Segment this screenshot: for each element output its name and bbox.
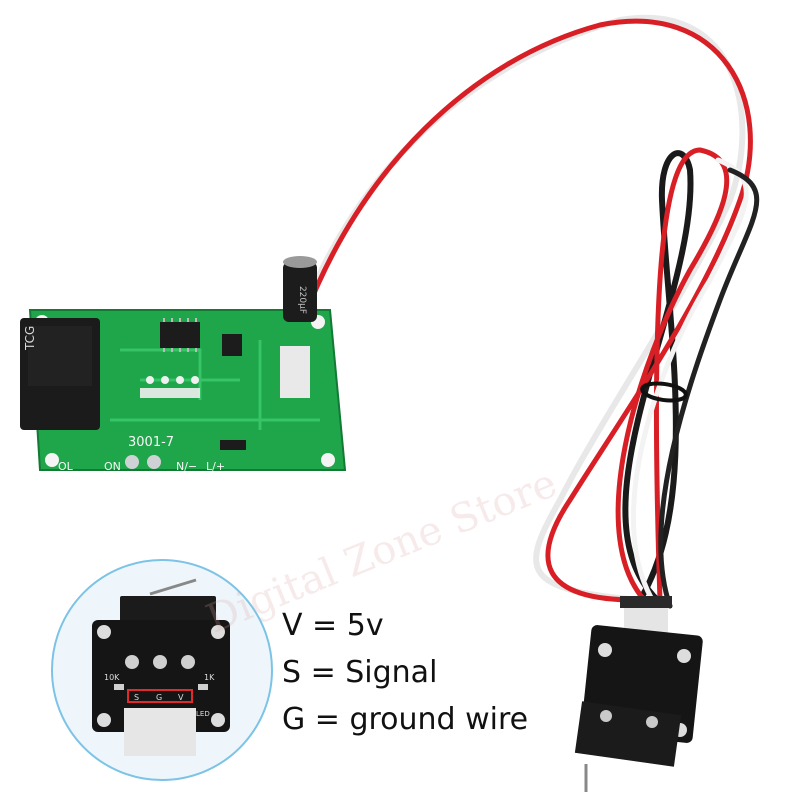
terminal-pads	[125, 455, 161, 469]
header-pins	[146, 376, 199, 384]
terminal-ol: OL	[58, 460, 74, 473]
module-board	[92, 620, 230, 732]
cable	[297, 14, 760, 609]
wire-red-main	[301, 18, 753, 603]
ic-chip	[160, 322, 200, 348]
legend-ground: G = ground wire	[282, 702, 529, 737]
capacitor	[283, 262, 317, 322]
endstop-switch	[574, 596, 703, 792]
pin-s: S	[134, 693, 139, 702]
resistor-1k: 1K	[204, 673, 215, 682]
relay-label: TCG	[23, 326, 37, 351]
relay-board: TCG 220μF 3001-7 OL ON	[20, 256, 347, 473]
diode	[220, 440, 246, 450]
pin-v: V	[178, 693, 184, 702]
regulator	[222, 334, 242, 356]
model-label: 3001-7	[128, 435, 174, 450]
pin-highlight	[127, 689, 193, 703]
wire-white-loop	[631, 157, 749, 609]
module-connector	[124, 708, 196, 756]
terminal-n: N/−	[176, 460, 197, 473]
led-label: LED	[196, 710, 210, 718]
terminal-l: L/+	[206, 460, 225, 473]
cap-label: 220μF	[297, 286, 307, 314]
resistor-10k: 10K	[104, 673, 120, 682]
terminal-on: ON	[104, 460, 121, 473]
wire-red-loop	[615, 147, 730, 609]
legend-voltage: V = 5v	[282, 608, 384, 643]
cable-tie	[640, 381, 688, 403]
jst-connector	[280, 346, 310, 398]
wire-black-loop	[658, 167, 760, 609]
module-detail-circle: 10K 1K S G V LED	[51, 559, 273, 781]
legend-signal: S = Signal	[282, 655, 438, 690]
pin-g: G	[156, 693, 162, 702]
